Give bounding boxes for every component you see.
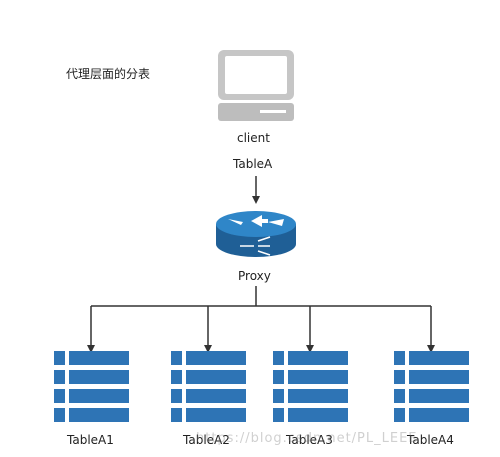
client-label: client bbox=[237, 131, 270, 145]
table-icon bbox=[171, 351, 246, 422]
proxy-label: Proxy bbox=[238, 269, 271, 283]
watermark-text: https://blog.csdn.net/PL_LEEE bbox=[196, 431, 418, 446]
table-label-a4: TableA4 bbox=[407, 433, 454, 447]
edge-label-tablea: TableA bbox=[233, 157, 273, 171]
table-label-a3: TableA3 bbox=[286, 433, 333, 447]
table-icon bbox=[54, 351, 129, 422]
diagram-title: 代理层面的分表 bbox=[66, 67, 151, 81]
table-label-a1: TableA1 bbox=[67, 433, 114, 447]
table-icon bbox=[273, 351, 348, 422]
table-label-a2: TableA2 bbox=[183, 433, 230, 447]
router-icon bbox=[216, 211, 296, 257]
computer-icon bbox=[218, 50, 294, 121]
table-icon bbox=[394, 351, 469, 422]
